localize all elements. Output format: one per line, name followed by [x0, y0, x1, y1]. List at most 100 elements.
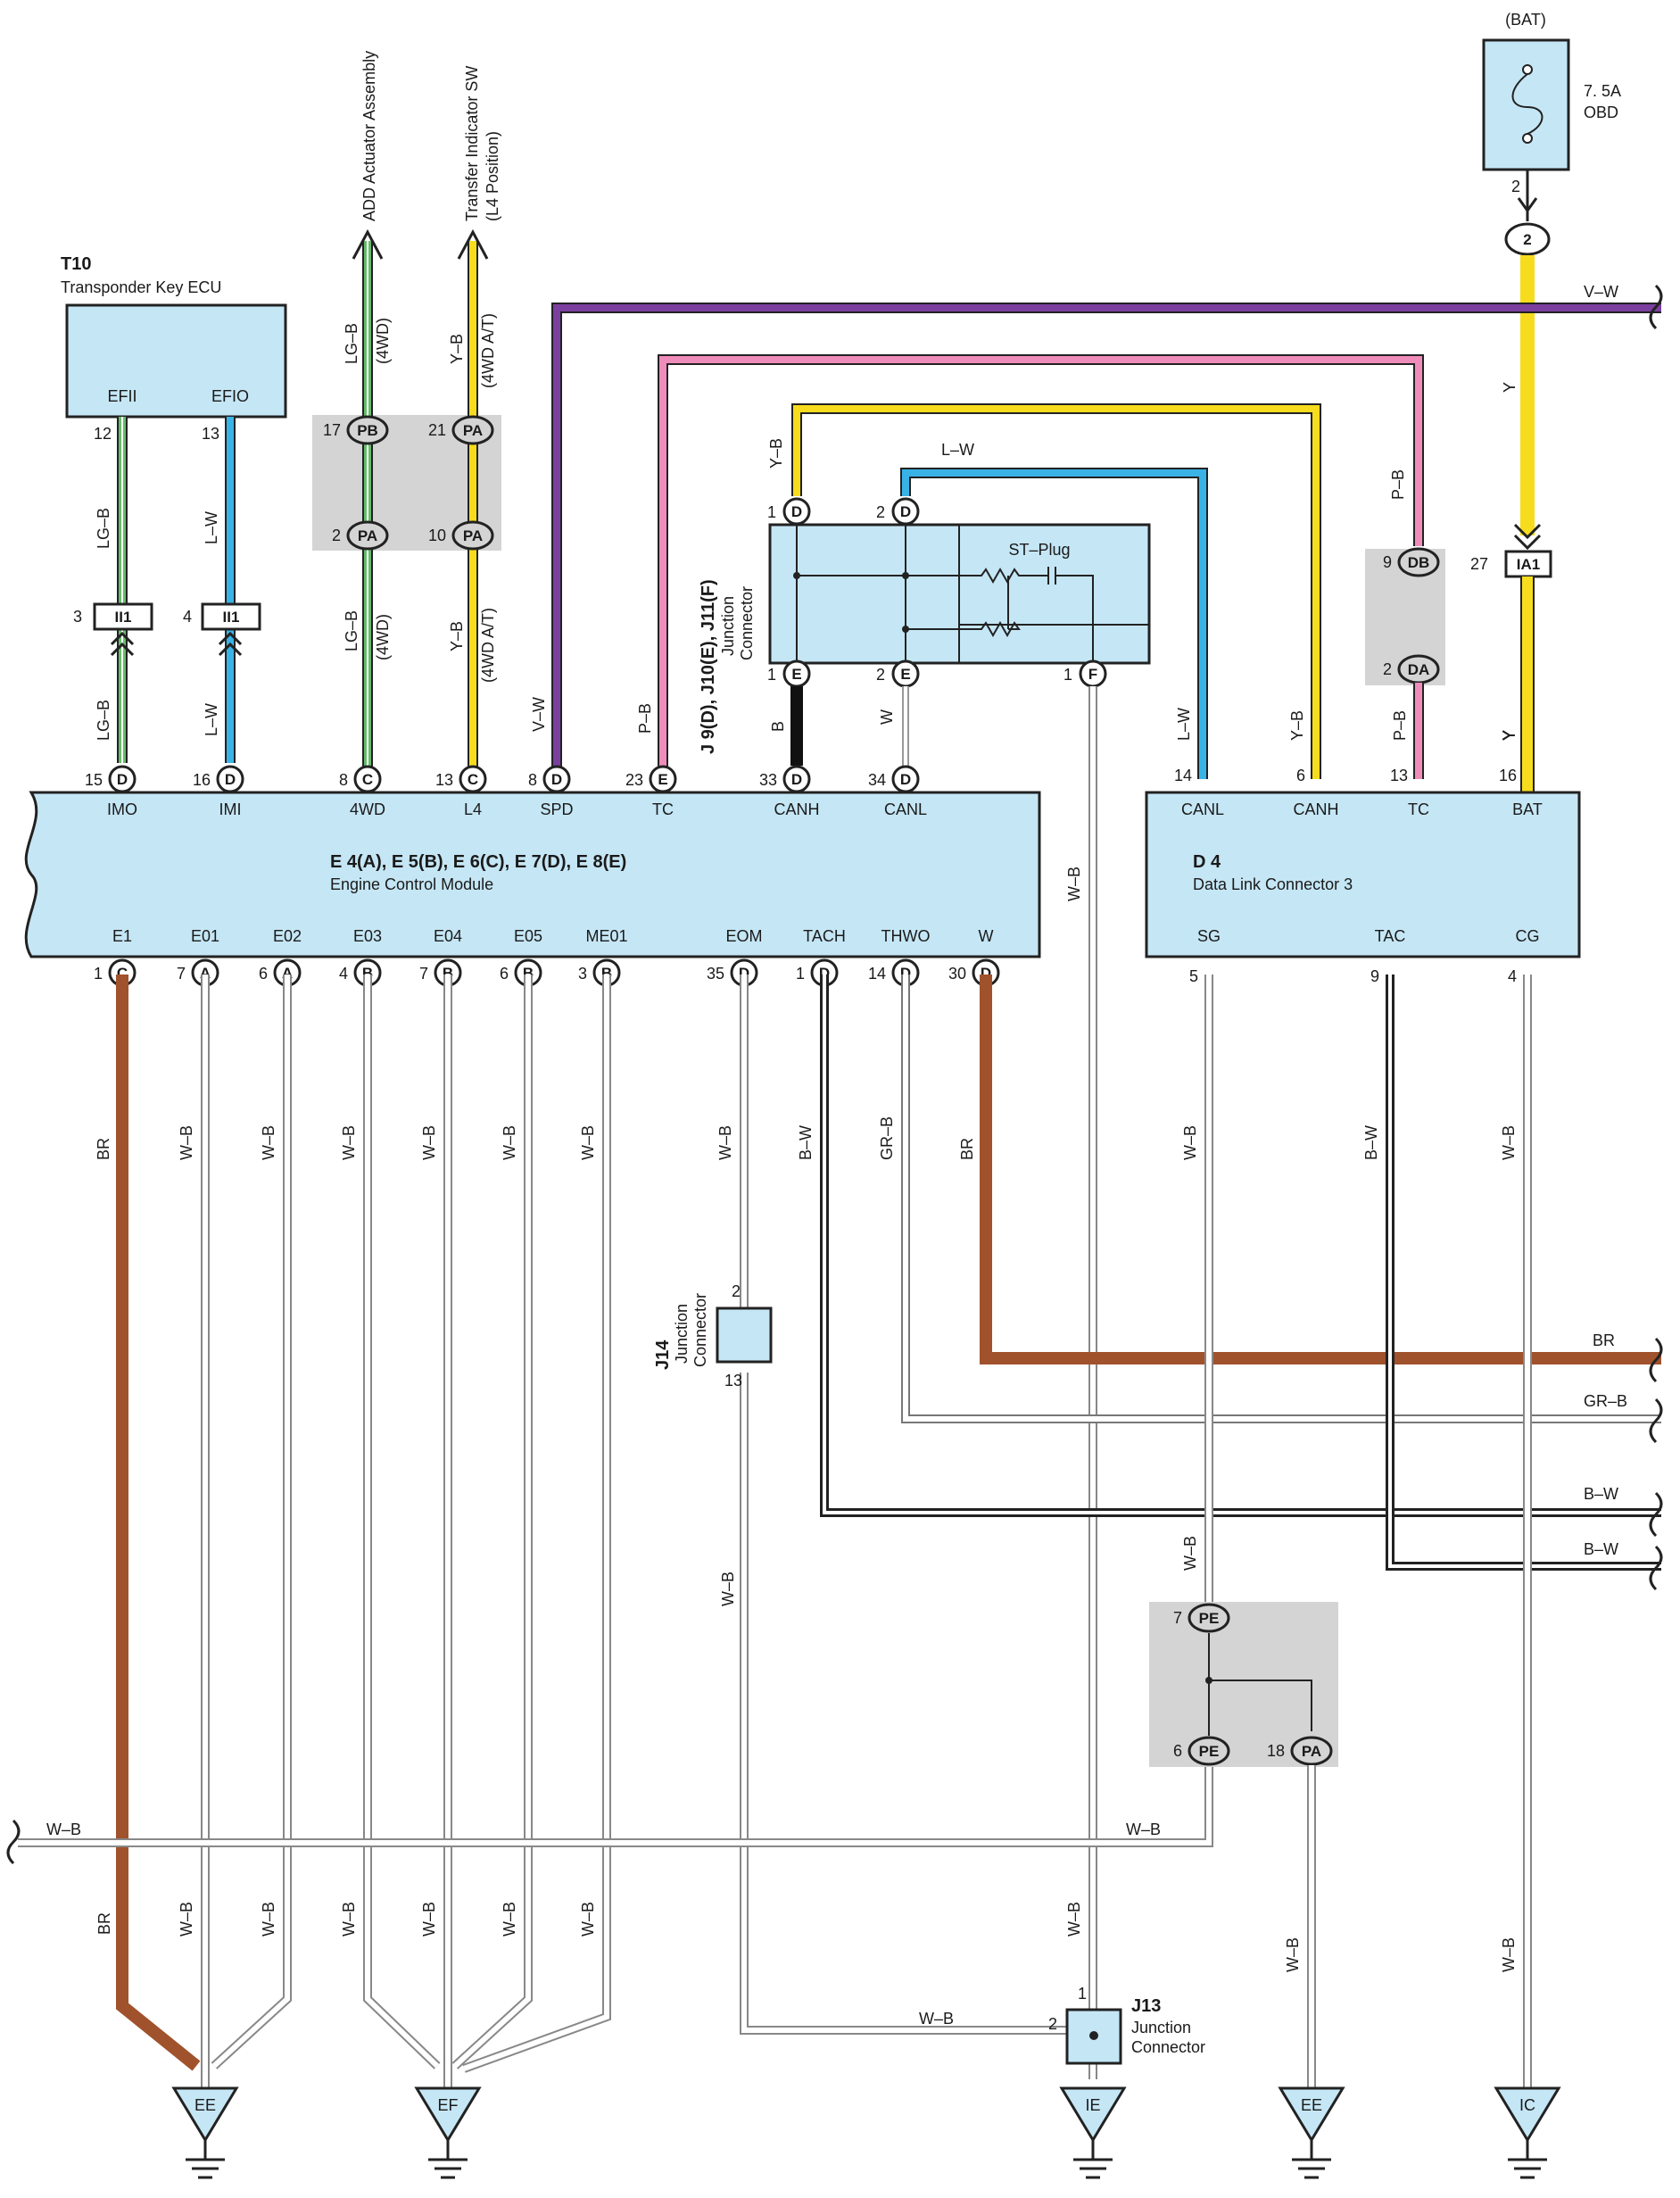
svg-text:Y–B: Y–B [767, 438, 785, 469]
svg-text:E: E [791, 666, 801, 683]
svg-text:W–B: W–B [919, 2010, 954, 2028]
dlc-top-terminal: CANL [1181, 800, 1224, 818]
ground-label: EF [437, 2096, 458, 2114]
svg-text:BR: BR [95, 1912, 113, 1935]
dlc-top-wire-label: L–W [1175, 708, 1193, 741]
dlc-top-wire-label: Y–B [1288, 710, 1306, 741]
fuse-box [1482, 38, 1570, 171]
dlc-bottom-wire-label: W–B [1500, 1125, 1518, 1160]
dlc-bottom-pin-number: 4 [1508, 967, 1517, 985]
ecm-top-pin-number: 33 [759, 771, 777, 789]
svg-text:1: 1 [1078, 1985, 1087, 2003]
svg-text:13: 13 [724, 1372, 742, 1389]
ecm-bottom-pin-number: 1 [94, 965, 103, 983]
ground-icon: EE [1278, 2086, 1345, 2179]
svg-text:2: 2 [732, 1282, 741, 1300]
svg-text:W–B: W–B [1126, 1821, 1161, 1838]
bat-wire: Y [1501, 382, 1519, 393]
svg-text:21: 21 [428, 421, 446, 439]
svg-text:F: F [1088, 666, 1097, 683]
svg-text:17: 17 [323, 421, 341, 439]
svg-text:PA: PA [463, 422, 483, 439]
ground-label: EE [194, 2096, 216, 2114]
wb-j13-wire: W–B [1065, 686, 1097, 2079]
ii1-connector-a [93, 602, 153, 631]
dlc-top-pin-number: 14 [1174, 767, 1192, 784]
ecm-bottom-wire-label: BR [958, 1138, 976, 1160]
data-link-connector: D 4 Data Link Connector 3 CANL14L–WCANH6… [1145, 547, 1581, 1160]
ecm-bottom-wire-label: GR–B [878, 1116, 896, 1160]
svg-text:W–B: W–B [719, 1572, 737, 1606]
ecm-top-conn: D [551, 771, 562, 788]
ecm-bottom-wire-label: W–B [260, 1125, 277, 1160]
svg-text:12: 12 [94, 425, 112, 443]
connector-pin-icon [459, 765, 487, 793]
svg-text:Connector: Connector [738, 586, 756, 660]
ecm-bottom-wire-label: W–B [716, 1125, 734, 1160]
svg-text:J13: J13 [1131, 1996, 1161, 2016]
svg-text:13: 13 [202, 425, 219, 443]
svg-text:PE: PE [1199, 1743, 1220, 1760]
svg-text:W–B: W–B [1065, 867, 1083, 901]
svg-text:Connector: Connector [691, 1293, 709, 1367]
vw-wire: V–W V–W [530, 283, 1663, 779]
svg-text:Junction: Junction [673, 1304, 691, 1364]
svg-text:LG–B: LG–B [95, 700, 112, 741]
svg-text:D: D [900, 503, 911, 520]
ecm-top-conn: C [468, 771, 478, 788]
pb-wire: P–B P–B [636, 354, 1424, 779]
lower-wire-label: W–B [579, 1902, 597, 1937]
ecm-top-pin-number: 8 [339, 771, 348, 789]
ecm-top-terminal: SPD [540, 800, 573, 818]
ecm-top-terminal: 4WD [350, 800, 385, 818]
ecm-bottom-pin-number: 3 [578, 965, 587, 983]
ecm-name-bold: E 4(A), E 5(B), E 6(C), E 7(D), E 8(E) [330, 852, 626, 872]
svg-text:PA: PA [358, 527, 377, 544]
svg-text:E: E [900, 666, 910, 683]
ecm-top-conn: D [225, 771, 236, 788]
wire-break-icon [1649, 284, 1663, 330]
svg-text:D: D [791, 503, 802, 520]
svg-text:LG–B: LG–B [343, 323, 360, 364]
ecm-bottom-wire-label: W–B [178, 1125, 195, 1160]
connector-pin-icon [649, 765, 677, 793]
ecm-top-conn: D [900, 771, 911, 788]
svg-text:6: 6 [1173, 1742, 1182, 1760]
lower-wire-label: W–B [420, 1902, 438, 1937]
svg-text:PE: PE [1199, 1610, 1220, 1627]
dlc-top-terminal: CANH [1293, 800, 1338, 818]
svg-text:9: 9 [1383, 553, 1392, 571]
ground-label: EE [1301, 2096, 1322, 2114]
dlc-top-pin-number: 6 [1296, 767, 1305, 784]
spd-wire-label: V–W [530, 697, 548, 732]
transfer-sw-name: Transfer Indicator SW [463, 66, 481, 221]
ecm-bottom-wire-label: W–B [501, 1125, 518, 1160]
engine-control-module: E 4(A), E 5(B), E 6(C), E 7(D), E 8(E) E… [24, 765, 1041, 1160]
ground-label: IE [1085, 2096, 1100, 2114]
svg-text:Y: Y [1501, 730, 1519, 741]
svg-text:W–B: W–B [46, 1821, 81, 1838]
ecm-top-terminal: IMO [107, 800, 137, 818]
ecm-top-terminal: TC [652, 800, 674, 818]
svg-text:B: B [769, 721, 787, 732]
connector-pin-icon [216, 765, 244, 793]
t10-id: T10 [61, 254, 91, 274]
svg-text:L–W: L–W [941, 441, 974, 459]
svg-text:PB: PB [357, 422, 378, 439]
ecm-top-terminal: CANH [774, 800, 819, 818]
fuse-pin: 2 [1511, 178, 1520, 195]
st-plug-label: ST–Plug [1008, 541, 1070, 559]
ecm-bottom-pin-number: 6 [500, 965, 509, 983]
lw-can-wire: L–W [900, 441, 1208, 779]
svg-text:2: 2 [1523, 231, 1531, 248]
tc-wire-label: P–B [636, 703, 654, 734]
ecm-bottom-wire-label: W–B [420, 1125, 438, 1160]
ecm-bottom-pin-number: 14 [868, 965, 886, 983]
fuse-icon [1511, 64, 1543, 144]
lower-wire-label: W–B [260, 1902, 277, 1937]
lower-wire-label: W–B [1065, 1902, 1083, 1937]
ecm-bottom-pin-number: 1 [796, 965, 805, 983]
svg-text:B–W: B–W [1584, 1540, 1618, 1558]
